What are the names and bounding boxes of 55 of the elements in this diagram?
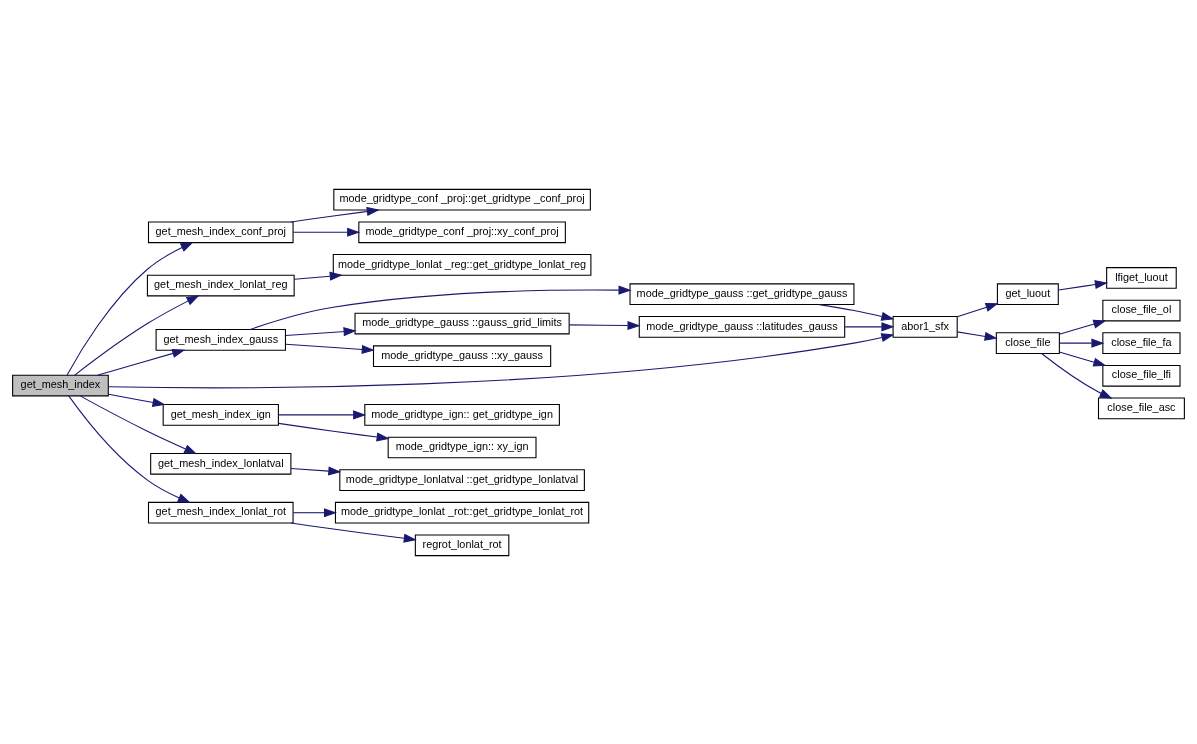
arrow bbox=[1058, 338, 1105, 348]
node-box: mode_gridtype_lonlat _reg::get_gridtype_lonlat_reg bbox=[332, 253, 592, 276]
arrow bbox=[818, 303, 895, 321]
node-box: mode_gridtype_gauss ::xy_gauss bbox=[372, 344, 552, 367]
arrow bbox=[290, 206, 380, 222]
node-box: get_luout bbox=[996, 282, 1059, 305]
arrow bbox=[74, 294, 200, 376]
arrow bbox=[568, 320, 641, 330]
arrow bbox=[292, 507, 338, 517]
node-box: mode_gridtype_conf _proj::get_gridtype _conf_proj bbox=[333, 188, 591, 211]
arrow bbox=[96, 348, 186, 376]
arrow bbox=[277, 422, 390, 441]
arrow bbox=[290, 466, 342, 476]
node-box: get_mesh_index_lonlat_reg bbox=[146, 274, 295, 296]
node-box: mode_gridtype_gauss ::gauss_grid_limits bbox=[354, 312, 570, 334]
arrow bbox=[107, 332, 895, 388]
arrow bbox=[285, 326, 357, 336]
arrow bbox=[68, 394, 191, 503]
node-box: close_file_lfi bbox=[1102, 364, 1181, 387]
node-box: mode_gridtype_gauss ::get_gridtype_gauss bbox=[629, 282, 855, 305]
arrow bbox=[79, 394, 198, 454]
node-box: mode_gridtype_gauss ::latitudes_gauss bbox=[638, 315, 846, 338]
arrow bbox=[292, 227, 361, 237]
node-box: regrot_lonlat_rot bbox=[414, 533, 510, 556]
arrow bbox=[1058, 319, 1107, 335]
node-box: get_mesh_index bbox=[12, 374, 109, 396]
node-box: mode_gridtype_lonlatval ::get_gridtype_lonlatval bbox=[339, 468, 585, 491]
node-box: mode_gridtype_ign:: xy_ign bbox=[387, 436, 537, 458]
node-box: get_mesh_index_lonlat_rot bbox=[147, 501, 294, 524]
node-box: get_mesh_index_conf_proj bbox=[147, 220, 294, 243]
node-box: close_file bbox=[995, 331, 1060, 354]
node-box: mode_gridtype_conf _proj::xy_conf_proj bbox=[358, 220, 566, 243]
arrow bbox=[249, 285, 632, 330]
arrow bbox=[290, 522, 417, 543]
arrow bbox=[1041, 352, 1113, 399]
node-box: close_file_fa bbox=[1102, 331, 1181, 354]
node-box: get_mesh_index_ign bbox=[162, 403, 279, 426]
node-box: mode_gridtype_ign:: get_gridtype_ign bbox=[364, 403, 560, 426]
arrow bbox=[844, 321, 895, 331]
arrow bbox=[293, 271, 343, 281]
arrow bbox=[1058, 351, 1107, 367]
arrow bbox=[956, 330, 998, 341]
node-box: abor1_sfx bbox=[892, 315, 958, 338]
arrow bbox=[1057, 279, 1108, 290]
node-box: mode_gridtype_lonlat _rot::get_gridtype_lonlat_rot bbox=[334, 501, 590, 524]
node-box: lfiget_luout bbox=[1106, 266, 1177, 289]
arrow bbox=[956, 302, 999, 317]
arrow bbox=[66, 241, 194, 375]
node-box: close_file_asc bbox=[1097, 397, 1185, 419]
arrow bbox=[108, 393, 166, 407]
arrow bbox=[278, 409, 367, 419]
node-box: get_mesh_index_lonlatval bbox=[150, 452, 292, 475]
node-box: get_mesh_index_gauss bbox=[155, 328, 286, 351]
arrow bbox=[285, 343, 375, 354]
node-box: close_file_ol bbox=[1102, 299, 1181, 321]
